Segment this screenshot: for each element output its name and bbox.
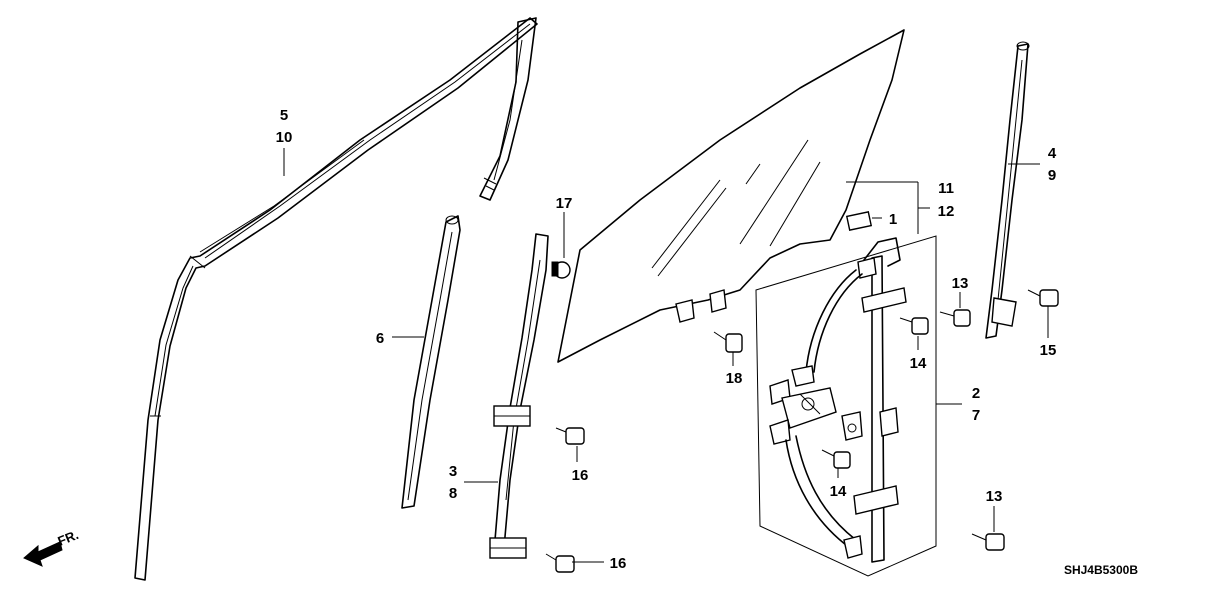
- callout-14-lower: 14: [830, 483, 847, 500]
- center-lower-channel: [489, 233, 549, 559]
- callout-labels: 5 10 6 17 3 8 16 16 18 11 12 1 4 9 13 14…: [276, 107, 1057, 572]
- callout-4: 4: [1048, 145, 1057, 162]
- bolt-13-lower: [971, 533, 1005, 551]
- rear-run-channel: [985, 41, 1030, 339]
- bolt-14-upper: [899, 317, 929, 335]
- callout-9: 9: [1048, 167, 1056, 184]
- bolt-18: [713, 331, 743, 353]
- bolt-14-lower: [821, 449, 851, 469]
- front-direction-indicator: FR.: [23, 527, 81, 567]
- callout-10: 10: [276, 129, 293, 146]
- front-direction-label: FR.: [56, 527, 81, 549]
- bolt-16-upper: [555, 427, 585, 445]
- callout-11: 11: [938, 180, 954, 197]
- callout-16-upper: 16: [572, 467, 589, 484]
- callout-3: 3: [449, 463, 457, 480]
- front-arrow-icon: [23, 541, 63, 567]
- callout-15: 15: [1040, 342, 1057, 359]
- callout-12: 12: [938, 203, 955, 220]
- callout-16-lower: 16: [610, 555, 627, 572]
- callout-13-upper: 13: [952, 275, 969, 292]
- bolt-15: [1027, 289, 1059, 307]
- callout-18: 18: [726, 370, 743, 387]
- upper-run-channel: [479, 17, 537, 201]
- callout-5: 5: [280, 107, 288, 124]
- front-run-channel: [401, 215, 461, 509]
- door-sash-molding: [134, 17, 538, 581]
- regulator-box: [755, 235, 937, 577]
- callout-6: 6: [376, 330, 384, 347]
- callout-8: 8: [449, 485, 457, 502]
- callout-13-lower: 13: [986, 488, 1003, 505]
- bolt-13-upper: [939, 309, 971, 327]
- leader-lines: [283, 148, 1049, 563]
- callout-2: 2: [972, 385, 980, 402]
- callout-14-upper: 14: [910, 355, 927, 372]
- bolt-17: [551, 261, 571, 279]
- diagram-code: SHJ4B5300B: [1064, 563, 1138, 577]
- callout-1: 1: [889, 211, 897, 228]
- callout-17: 17: [556, 195, 573, 212]
- callout-7: 7: [972, 407, 980, 424]
- bolt-16-lower: [545, 553, 575, 573]
- door-glass: [557, 29, 905, 363]
- window-regulator: [769, 237, 907, 563]
